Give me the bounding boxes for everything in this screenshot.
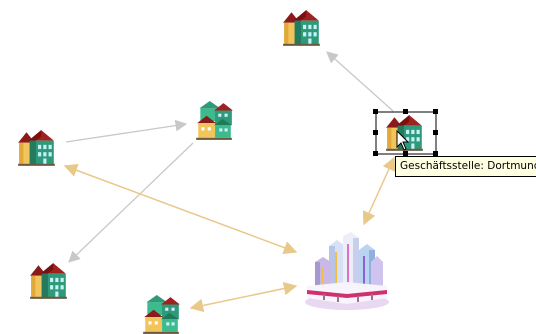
house-icon — [18, 130, 55, 166]
resize-handle-e[interactable] — [433, 130, 438, 135]
node-house-cluster-mid[interactable] — [196, 101, 233, 140]
node-house-cluster-bottom[interactable] — [143, 295, 180, 334]
edge-cluster-headquarters[interactable] — [189, 281, 298, 313]
node-house-top[interactable] — [283, 10, 320, 46]
edge-selected-headquarters[interactable] — [362, 156, 396, 226]
node-headquarters[interactable] — [305, 232, 389, 310]
resize-handle-n[interactable] — [403, 109, 408, 114]
edge-selected-to-top[interactable] — [326, 51, 394, 112]
house-icon — [30, 263, 67, 299]
house-icon — [283, 10, 320, 46]
resize-handle-w[interactable] — [373, 130, 378, 135]
node-tooltip: Geschäftsstelle: Dortmund — [395, 156, 536, 177]
edge-left-headquarters[interactable] — [63, 163, 298, 255]
mouse-pointer-icon — [396, 129, 410, 151]
resize-handle-ne[interactable] — [433, 109, 438, 114]
house-cluster-icon — [143, 295, 180, 334]
office-towers-icon — [305, 232, 389, 310]
node-house-left[interactable] — [18, 130, 55, 166]
resize-handle-se[interactable] — [433, 151, 438, 156]
node-house-bottom-left[interactable] — [30, 263, 67, 299]
house-cluster-icon — [196, 101, 233, 140]
resize-handle-sw[interactable] — [373, 151, 378, 156]
resize-handle-nw[interactable] — [373, 109, 378, 114]
edge-left-to-cluster[interactable] — [65, 119, 188, 143]
resize-handle-s[interactable] — [403, 151, 408, 156]
tooltip-text: Geschäftsstelle: Dortmund — [400, 160, 536, 172]
node-house-selected[interactable] — [373, 109, 438, 156]
edge-cluster-to-bottom-left[interactable] — [68, 142, 194, 263]
